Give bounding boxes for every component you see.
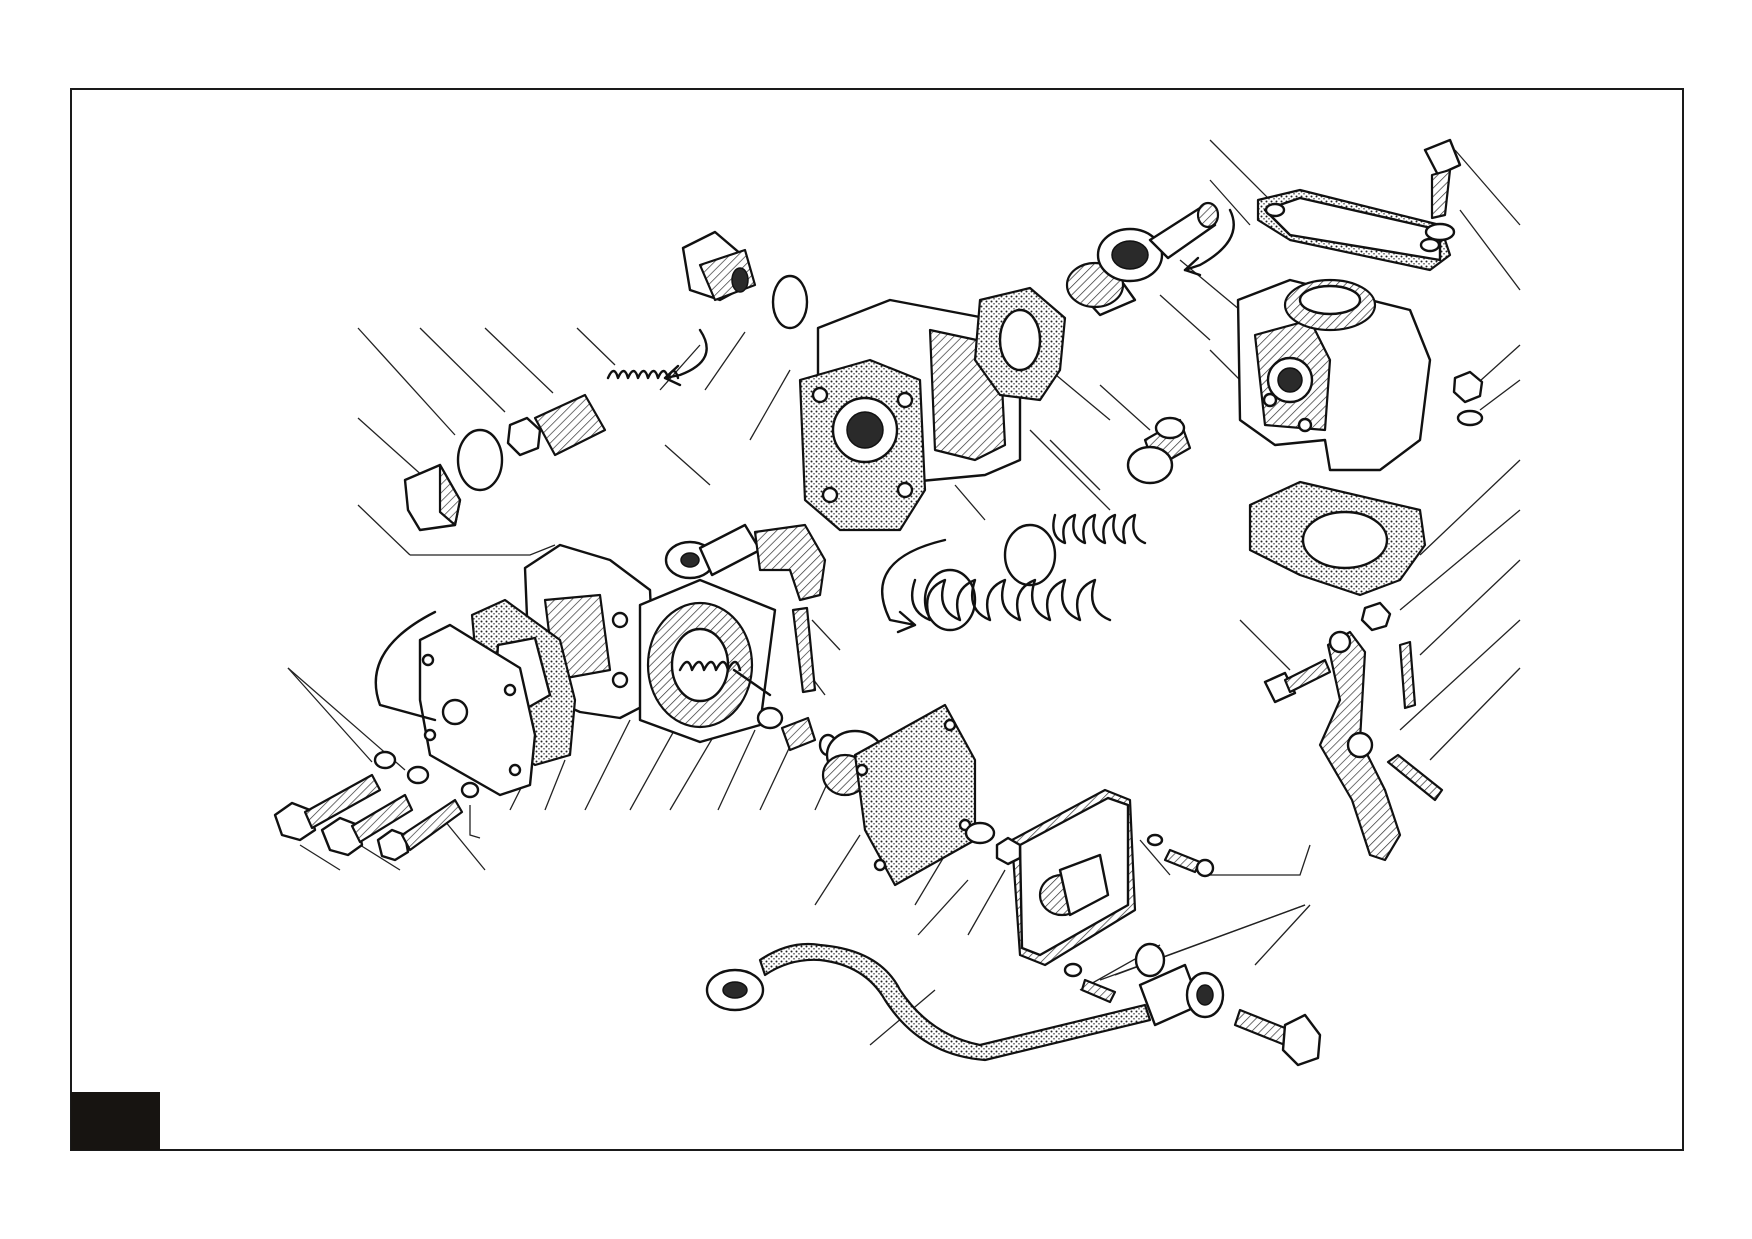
bolt-2 xyxy=(320,793,414,857)
valve xyxy=(664,523,762,580)
washer xyxy=(1456,409,1484,427)
washer-bottom xyxy=(964,821,996,845)
banjo-bolt xyxy=(1233,1008,1322,1067)
plunger xyxy=(1126,416,1192,485)
bottom-cover xyxy=(1010,788,1137,967)
spring-arrow xyxy=(880,538,947,634)
small-screw xyxy=(1063,962,1117,1004)
diaphragm-spring xyxy=(678,660,742,672)
nut-bottom xyxy=(995,836,1022,866)
inner-spring xyxy=(1052,513,1147,545)
shaft-arrow xyxy=(1183,208,1235,272)
page-corner-tab xyxy=(71,1092,160,1150)
lever-bolt xyxy=(1263,658,1332,704)
left-flange xyxy=(638,578,777,744)
assembly-arrow-left xyxy=(374,610,437,722)
lock-washer xyxy=(406,765,430,785)
cap xyxy=(403,463,462,532)
stud xyxy=(1398,640,1417,710)
lock-washer xyxy=(460,781,480,799)
bolt-3 xyxy=(376,798,464,862)
spacer xyxy=(756,706,784,730)
gasket-opening xyxy=(998,308,1042,372)
bolt-1 xyxy=(273,773,382,842)
left-cover-plate xyxy=(418,623,537,797)
drawing-border xyxy=(70,88,1684,1151)
lever-arm xyxy=(1318,630,1402,862)
screw xyxy=(780,716,817,752)
pin xyxy=(1386,753,1444,802)
hex-nut xyxy=(1452,370,1484,404)
diaphragm xyxy=(853,703,977,887)
shaft-assembly xyxy=(1065,201,1220,317)
fork xyxy=(753,523,827,602)
threaded-insert xyxy=(533,393,607,457)
hose xyxy=(705,942,1225,1062)
o-ring xyxy=(771,274,809,330)
rod xyxy=(791,606,817,694)
top-bolt xyxy=(1423,138,1462,242)
lever-nut xyxy=(1360,601,1392,632)
seal-washer xyxy=(456,428,504,492)
cover-screw xyxy=(1146,833,1215,878)
lock-washer xyxy=(373,750,397,770)
plug xyxy=(681,230,757,302)
leader-lines xyxy=(287,139,1521,1046)
main-spring xyxy=(910,578,1112,622)
right-housing xyxy=(1236,278,1432,472)
main-housing xyxy=(798,298,1022,532)
adjust-nut xyxy=(506,416,542,457)
